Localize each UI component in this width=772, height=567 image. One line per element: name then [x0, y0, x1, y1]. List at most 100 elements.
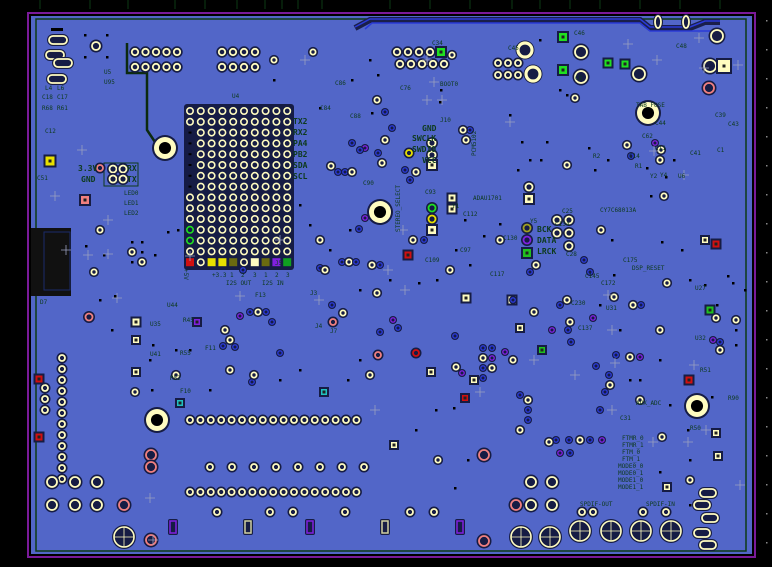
through-hole-pad[interactable]: [439, 59, 449, 69]
via[interactable]: [599, 437, 605, 443]
through-hole-pad[interactable]: [636, 396, 644, 404]
module-pad[interactable]: [272, 117, 281, 126]
module-pad[interactable]: [196, 139, 205, 148]
module-pad[interactable]: [196, 117, 205, 126]
module-pad[interactable]: [272, 236, 281, 245]
through-hole-pad[interactable]: [478, 449, 490, 461]
via[interactable]: [357, 147, 363, 153]
module-pad[interactable]: [218, 225, 227, 234]
through-hole-pad[interactable]: [403, 47, 413, 57]
through-hole-pad[interactable]: [91, 476, 103, 488]
through-hole-pad[interactable]: [478, 535, 490, 547]
via[interactable]: [329, 302, 335, 308]
module-pad[interactable]: [196, 258, 205, 267]
via[interactable]: [602, 389, 608, 395]
via[interactable]: [277, 350, 283, 356]
module-pad[interactable]: [250, 225, 259, 234]
through-hole-pad[interactable]: [430, 508, 438, 516]
oval-pad[interactable]: [693, 528, 711, 538]
module-pad[interactable]: [196, 171, 205, 180]
through-hole-pad[interactable]: [428, 59, 438, 69]
through-hole-pad[interactable]: [238, 416, 246, 424]
via[interactable]: [349, 140, 355, 146]
module-pad[interactable]: [207, 139, 216, 148]
through-hole-pad[interactable]: [352, 488, 361, 496]
through-hole-pad[interactable]: [623, 141, 631, 149]
via[interactable]: [613, 352, 619, 358]
module-pad[interactable]: [283, 236, 292, 245]
via[interactable]: [232, 344, 238, 350]
through-hole-pad[interactable]: [69, 499, 81, 511]
through-hole-pad[interactable]: [574, 70, 588, 84]
through-hole-pad[interactable]: [108, 174, 118, 184]
through-hole-pad[interactable]: [128, 248, 136, 256]
through-hole-pad[interactable]: [578, 508, 586, 516]
through-hole-pad[interactable]: [417, 59, 427, 69]
module-pad[interactable]: [283, 182, 292, 191]
through-hole-pad[interactable]: [279, 488, 288, 496]
module-pad[interactable]: [229, 139, 238, 148]
through-hole-pad[interactable]: [530, 308, 538, 316]
module-pad[interactable]: [218, 193, 227, 202]
through-hole-pad[interactable]: [69, 476, 81, 488]
module-pad[interactable]: [283, 204, 292, 213]
through-hole-pad[interactable]: [448, 51, 456, 59]
through-hole-pad[interactable]: [266, 508, 274, 516]
module-pad[interactable]: [283, 171, 292, 180]
through-hole-pad[interactable]: [41, 384, 49, 392]
through-hole-pad[interactable]: [412, 168, 420, 176]
module-pad[interactable]: [272, 247, 281, 256]
through-hole-pad[interactable]: [656, 326, 664, 334]
through-hole-pad[interactable]: [226, 336, 234, 344]
module-pad[interactable]: [207, 182, 216, 191]
via[interactable]: [247, 309, 253, 315]
through-hole-pad[interactable]: [405, 149, 413, 157]
through-hole-pad[interactable]: [494, 59, 502, 67]
module-pad[interactable]: [218, 182, 227, 191]
via[interactable]: [502, 349, 508, 355]
module-pad[interactable]: [261, 215, 270, 224]
through-hole-pad[interactable]: [392, 47, 402, 57]
through-hole-pad[interactable]: [258, 416, 267, 424]
oval-pad[interactable]: [48, 35, 68, 45]
through-hole-pad[interactable]: [545, 438, 553, 446]
through-hole-pad[interactable]: [406, 59, 416, 69]
via[interactable]: [553, 437, 559, 443]
through-hole-pad[interactable]: [564, 228, 574, 238]
module-pad[interactable]: [283, 150, 292, 159]
through-hole-pad[interactable]: [118, 174, 128, 184]
module-pad[interactable]: [240, 215, 249, 224]
module-pad[interactable]: [250, 182, 259, 191]
through-hole-pad[interactable]: [310, 416, 319, 424]
through-hole-pad[interactable]: [462, 136, 470, 144]
module-pad[interactable]: [272, 193, 281, 202]
via[interactable]: [638, 302, 644, 308]
through-hole-pad[interactable]: [327, 162, 335, 170]
slot-pad[interactable]: [456, 520, 464, 534]
through-hole-pad[interactable]: [434, 456, 442, 464]
through-hole-pad[interactable]: [58, 475, 66, 483]
module-pad[interactable]: [261, 161, 270, 170]
oval-pad[interactable]: [53, 58, 73, 68]
via[interactable]: [567, 450, 573, 456]
through-hole-pad[interactable]: [504, 59, 512, 67]
module-pad[interactable]: [207, 225, 216, 234]
through-hole-pad[interactable]: [196, 488, 205, 496]
through-hole-pad[interactable]: [41, 406, 49, 414]
via[interactable]: [377, 329, 383, 335]
module-pad[interactable]: [207, 128, 216, 137]
through-hole-pad[interactable]: [406, 508, 414, 516]
through-hole-pad[interactable]: [352, 416, 361, 424]
through-hole-pad[interactable]: [289, 508, 297, 516]
through-hole-pad[interactable]: [378, 159, 386, 167]
through-hole-pad[interactable]: [90, 268, 98, 276]
module-pad[interactable]: [250, 204, 259, 213]
via[interactable]: [587, 437, 593, 443]
module-pad[interactable]: [261, 247, 270, 256]
via[interactable]: [489, 345, 495, 351]
through-hole-pad[interactable]: [206, 416, 215, 424]
through-hole-pad[interactable]: [248, 416, 257, 424]
through-hole-pad[interactable]: [84, 312, 94, 322]
module-pad[interactable]: [196, 193, 205, 202]
through-hole-pad[interactable]: [58, 442, 66, 450]
